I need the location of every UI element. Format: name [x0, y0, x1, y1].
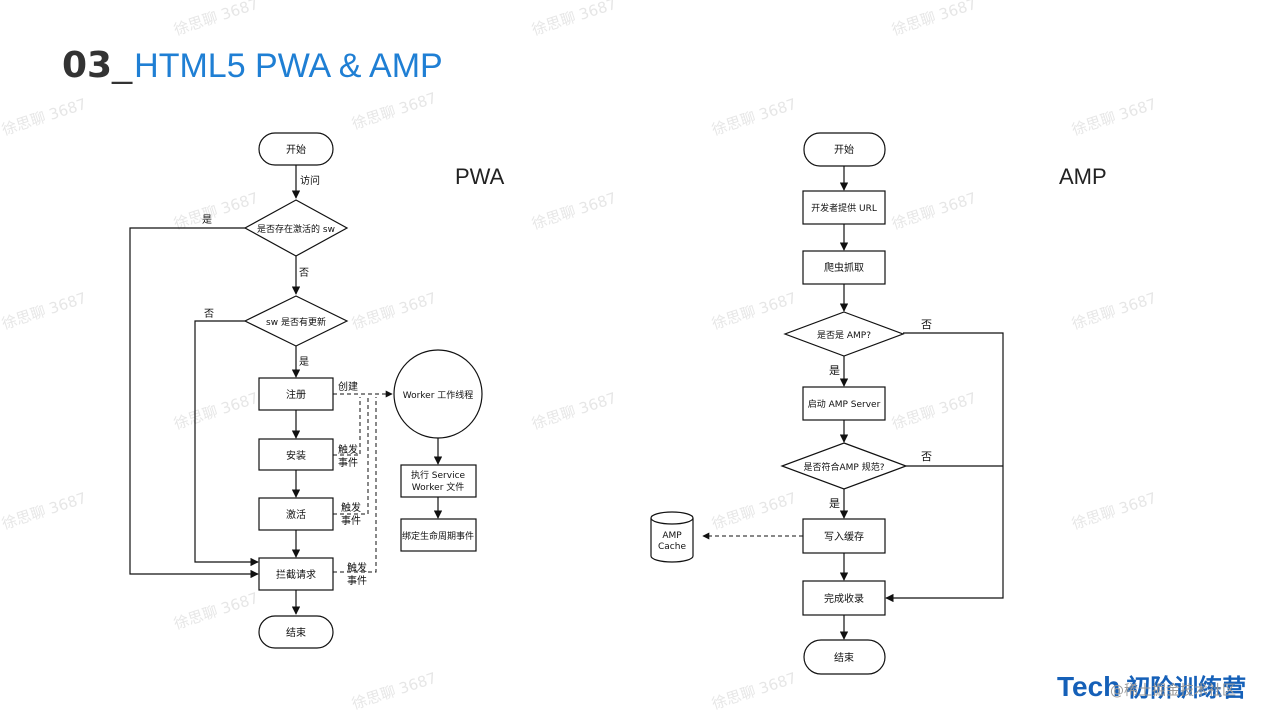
title-separator: _ [112, 44, 133, 85]
amp-conform-label: 是否符合AMP 规范? [804, 461, 885, 473]
pwa-activate-node: 激活 [258, 497, 334, 531]
amp-start-server-node: 启动 AMP Server [802, 386, 886, 421]
pwa-edge-visit: 访问 [300, 174, 320, 187]
credit-watermark: @稀土掘金技术社区 [1110, 683, 1236, 699]
pwa-heading: PWA [455, 164, 505, 189]
pwa-exec-sw-label-2: Worker 文件 [412, 481, 465, 493]
amp-crawl-node: 爬虫抓取 [802, 250, 886, 285]
pwa-exec-sw-node: 执行 Service Worker 文件 [400, 464, 477, 498]
amp-write-cache-node: 写入缓存 [802, 518, 886, 554]
pwa-edge-trigger-3b: 事件 [347, 574, 367, 587]
amp-edge-no-1: 否 [921, 318, 932, 331]
pwa-edge-no-1: 否 [299, 267, 309, 279]
amp-conform-decision: 是否符合AMP 规范? [780, 442, 908, 490]
amp-provide-url-label: 开发者提供 URL [811, 202, 877, 214]
amp-complete-label: 完成收录 [824, 592, 864, 605]
title-text: HTML5 PWA & AMP [134, 47, 443, 85]
amp-heading: AMP [1059, 164, 1107, 189]
pwa-edge-trigger-1a: 触发 [338, 443, 358, 456]
pwa-exec-sw-label-1: 执行 Service [411, 469, 466, 481]
pwa-end-node: 结束 [258, 615, 334, 649]
pwa-sw-update-decision: sw 是否有更新 [243, 295, 349, 347]
pwa-edge-trigger-2a: 触发 [341, 501, 361, 514]
pwa-active-sw-label: 是否存在激活的 sw [257, 223, 335, 235]
amp-provide-url-node: 开发者提供 URL [802, 190, 886, 225]
pwa-activate-label: 激活 [286, 508, 306, 521]
amp-cache-label-2: Cache [658, 542, 686, 552]
amp-end-node: 结束 [803, 639, 886, 675]
pwa-intercept-label: 拦截请求 [276, 568, 316, 581]
pwa-active-sw-decision: 是否存在激活的 sw [243, 199, 349, 257]
pwa-bind-lifecycle-node: 绑定生命周期事件 [400, 518, 477, 552]
brand-tech: Tech [1057, 671, 1121, 702]
amp-end-label: 结束 [834, 651, 854, 664]
pwa-edge-yes-1: 是 [202, 214, 212, 226]
pwa-start-label: 开始 [286, 143, 306, 156]
page-title: 03_HTML5 PWA & AMP [62, 44, 443, 88]
brand-cn: 初阶训练营 [1126, 674, 1247, 702]
amp-is-amp-label: 是否是 AMP? [817, 330, 871, 341]
pwa-edge-no-2: 否 [204, 308, 214, 320]
amp-crawl-label: 爬虫抓取 [824, 261, 864, 274]
pwa-worker-thread-node: Worker 工作线程 [393, 349, 483, 439]
amp-complete-node: 完成收录 [802, 580, 886, 616]
amp-start-server-label: 启动 AMP Server [808, 398, 881, 410]
pwa-sw-update-label: sw 是否有更新 [266, 316, 326, 328]
amp-write-cache-label: 写入缓存 [824, 530, 864, 543]
pwa-install-label: 安装 [286, 449, 306, 462]
pwa-end-label: 结束 [286, 626, 306, 639]
pwa-worker-thread-label: Worker 工作线程 [403, 389, 474, 401]
pwa-start-node: 开始 [258, 132, 334, 166]
pwa-edge-trigger-1b: 事件 [338, 456, 358, 469]
pwa-register-label: 注册 [286, 388, 306, 401]
amp-edge-yes-2: 是 [829, 497, 840, 510]
amp-edge-yes-1: 是 [829, 364, 840, 377]
pwa-edge-create: 创建 [338, 380, 358, 393]
pwa-register-node: 注册 [258, 377, 334, 411]
pwa-edge-trigger-3a: 触发 [347, 561, 367, 574]
pwa-install-node: 安装 [258, 438, 334, 471]
amp-start-node: 开始 [803, 132, 886, 167]
amp-cache-label-1: AMP [662, 531, 682, 541]
amp-start-label: 开始 [834, 143, 854, 156]
pwa-edge-yes-2: 是 [299, 356, 309, 368]
pwa-edge-trigger-2b: 事件 [341, 514, 361, 527]
pwa-intercept-node: 拦截请求 [258, 557, 334, 591]
amp-cache-database: AMP Cache [650, 511, 694, 563]
amp-edge-no-2: 否 [921, 450, 932, 463]
pwa-bind-lifecycle-label: 绑定生命周期事件 [402, 530, 474, 542]
amp-is-amp-decision: 是否是 AMP? [783, 311, 905, 357]
section-number: 03 [62, 45, 113, 86]
